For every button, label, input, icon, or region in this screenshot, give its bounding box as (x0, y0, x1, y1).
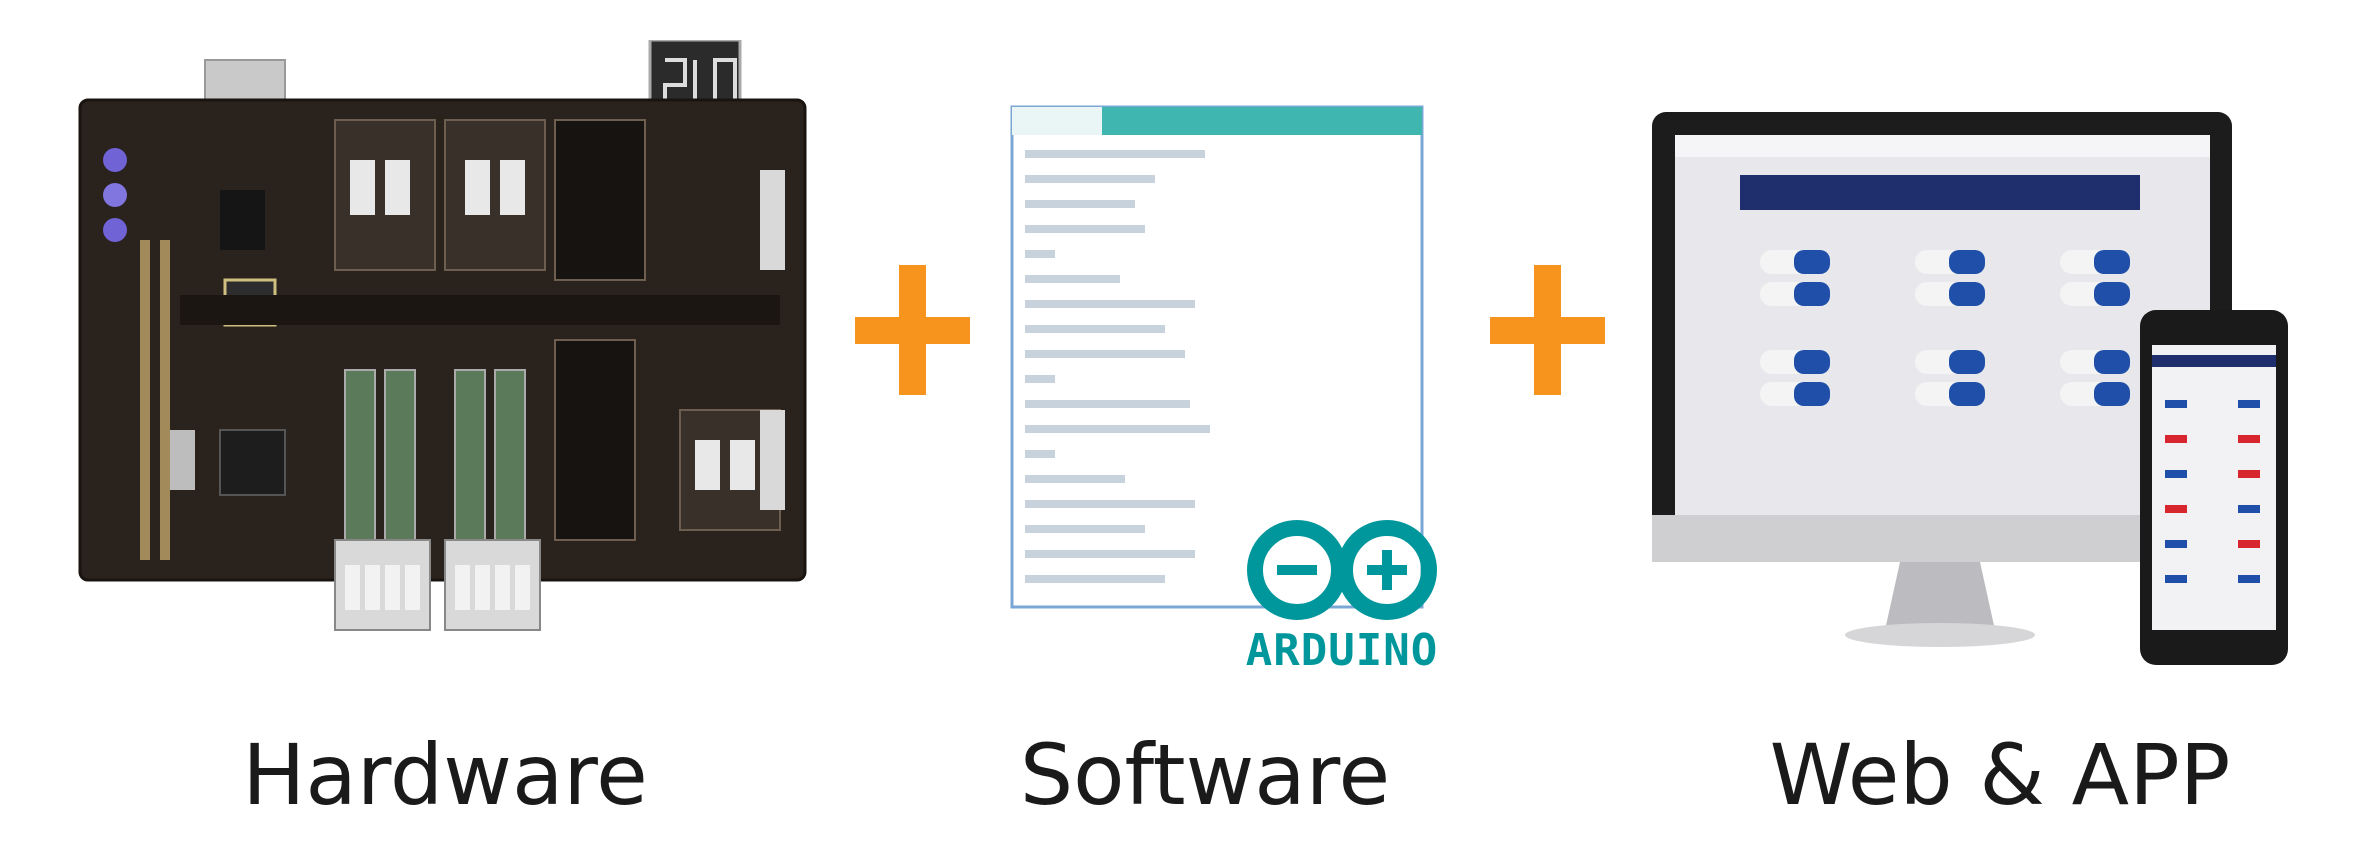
web-app-panel (1650, 110, 2300, 670)
monitor-image (1652, 112, 2288, 665)
plus-icon (855, 265, 970, 395)
arduino-ide-window (1010, 105, 1424, 609)
caption-software: Software (1019, 726, 1391, 824)
caption-web-app: Web & APP (1769, 726, 2231, 824)
software-panel: ARDUINO (1010, 105, 1450, 676)
arduino-logo-text: ARDUINO (1245, 625, 1439, 676)
plus-icon (1490, 265, 1605, 395)
pcb-board-image (78, 38, 807, 631)
caption-hardware: Hardware (242, 726, 648, 824)
hardware-panel (70, 38, 820, 640)
arduino-logo-icon (1247, 520, 1437, 620)
